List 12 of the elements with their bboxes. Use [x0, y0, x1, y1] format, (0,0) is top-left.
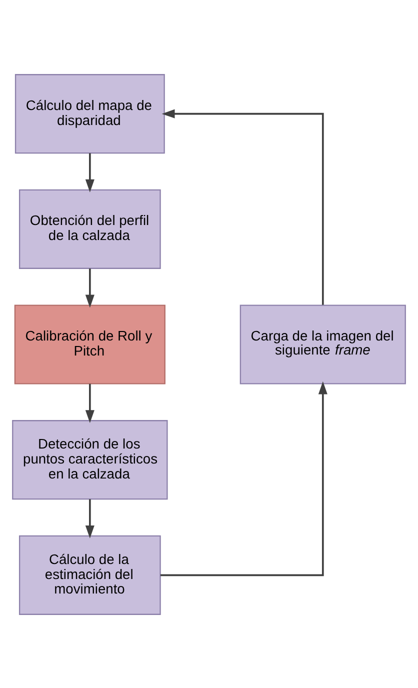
node-box: Obtención del perfil de la calzada: [18, 188, 161, 268]
arrow: [85, 152, 94, 192]
node-box: Calibración de Roll y Pitch: [14, 304, 166, 384]
node-box: Carga de la imagen del siguiente frame: [240, 304, 406, 384]
node-box: Cálculo del mapa de disparidad: [14, 74, 165, 154]
arrow: [160, 380, 328, 576]
arrow: [85, 268, 94, 308]
arrow: [85, 498, 94, 538]
arrow: [85, 383, 94, 423]
node-box: Cálculo de la estimación del movimiento: [18, 534, 161, 614]
node-box: Detección de los puntos característicos en la calzada: [12, 420, 168, 500]
arrow: [162, 108, 324, 304]
